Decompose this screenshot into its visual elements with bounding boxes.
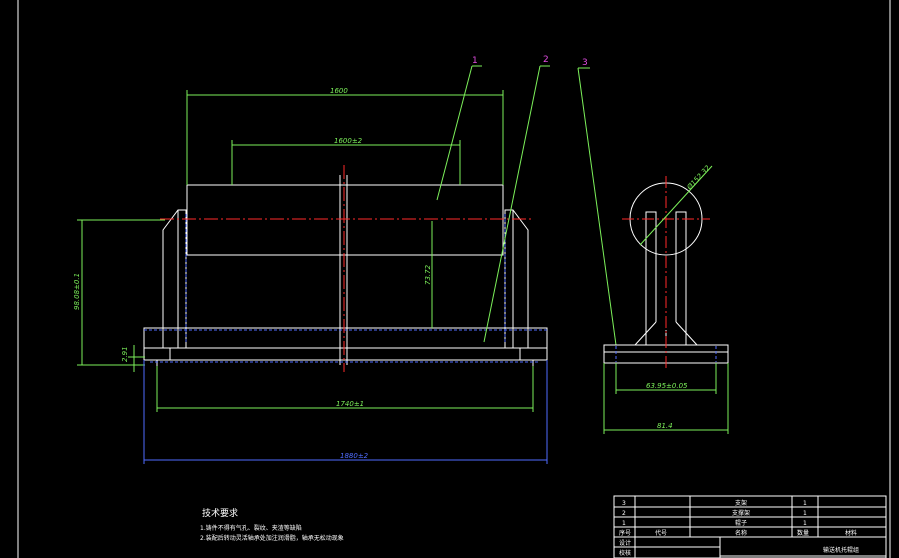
tb-row-1-name: 辊子 [735,519,747,527]
tb-label-check: 校核 [619,549,631,557]
front-dimensions [77,65,617,412]
tb-header-name: 名称 [735,529,747,537]
title-block [613,495,887,558]
tb-header-material: 材料 [845,529,857,537]
tb-row-2-no: 2 [622,510,626,517]
side-dimensions [603,165,729,434]
right-bracket [504,209,529,348]
tb-row-2-qty: 1 [803,510,807,517]
tb-label-design: 设计 [619,539,631,547]
side-center-lines [622,176,710,370]
dim-side-inner: 63.95±0.05 [646,382,688,390]
tb-header-qty: 数量 [797,529,809,537]
tb-row-1-qty: 1 [803,520,807,527]
callout-3: 3 [582,58,588,68]
dim-diameter: Ø152.32 [685,164,712,193]
tb-row-3-qty: 1 [803,500,807,507]
tb-row-3-no: 3 [622,500,626,507]
dim-mount-span: 1740±1 [336,400,364,408]
dim-side-outer: 81.4 [657,422,673,430]
side-hidden-lines [615,346,717,362]
tb-header-code: 代号 [655,529,667,537]
notes-line-1: 1.铸件不得有气孔、裂纹、夹渣等缺陷 [200,524,302,532]
tb-header-no: 序号 [619,529,631,537]
dim-center-height: 73.72 [424,264,432,285]
drawing-frame [17,0,891,558]
tb-row-3-name: 支架 [735,499,747,507]
dim-base-small: 2.91 [121,346,129,362]
title-block-text: 3 支架 1 2 支撑架 1 1 辊子 1 序号 代号 名称 数量 材料 设计 … [619,499,859,557]
callout-1: 1 [472,56,478,66]
side-view: Ø152.32 63.95±0.05 81.4 [603,164,729,434]
dim-roller-face: 1600±2 [334,137,363,145]
left-bracket [162,209,187,348]
tb-drawing-title: 输送机托辊组 [823,546,859,554]
roller-body [186,175,504,365]
tb-row-1-no: 1 [622,520,626,527]
notes-line-2: 2.装配后转动灵活轴承处加注润滑脂，轴承无松动现象 [200,534,344,542]
dim-overall-base: 1880±2 [340,452,369,460]
base-plate [143,327,548,366]
dim-height-left: 98.08±0.1 [73,273,81,310]
front-view: 1600 1600±2 98.08±0.1 73.72 2.91 1740±1 … [73,55,617,464]
overall-dimension [143,360,548,464]
center-lines [160,165,532,372]
technical-notes: 技术要求 1.铸件不得有气孔、裂纹、夹渣等缺陷 2.装配后转动灵活轴承处加注润滑… [200,507,344,542]
tb-row-2-name: 支撑架 [732,509,750,517]
hidden-lines [144,214,547,363]
dim-overall-top: 1600 [330,87,348,95]
callout-2: 2 [543,55,549,65]
notes-title: 技术要求 [202,507,238,519]
